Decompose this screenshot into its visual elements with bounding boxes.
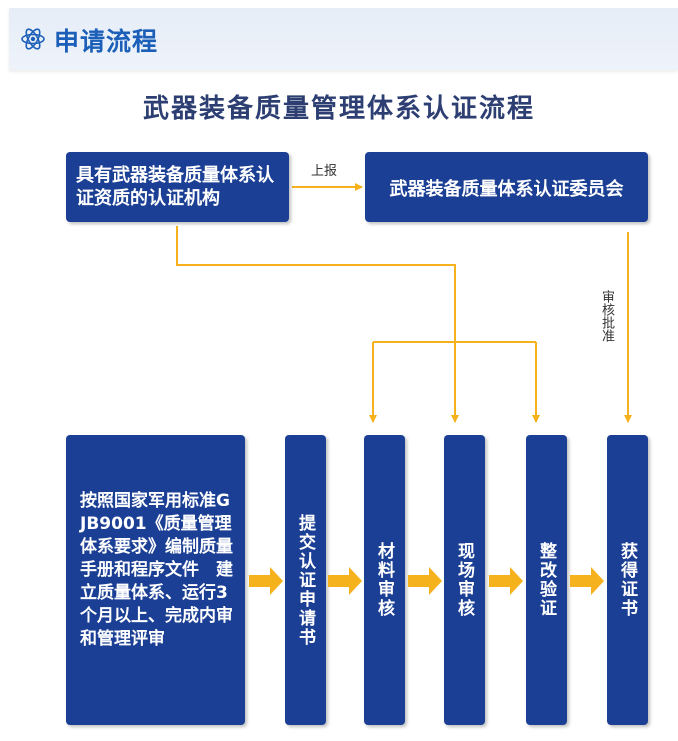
org-to-onsite-line <box>176 226 459 423</box>
section-title: 申请流程 <box>54 27 159 56</box>
arrow-right-icon <box>328 567 362 595</box>
step-label: 提交认证申请书 <box>295 513 315 647</box>
section-header: 申请流程 <box>9 8 678 70</box>
preparation-box: 按照国家军用标准GJB9001《质量管理体系要求》编制质量手册和程序文件 建立质… <box>66 435 245 725</box>
step-material-review: 材料审核 <box>364 435 405 725</box>
step-onsite-audit: 现场审核 <box>444 435 485 725</box>
step-label: 材料审核 <box>374 542 394 618</box>
atom-icon <box>21 28 45 50</box>
step-obtain-certificate: 获得证书 <box>607 435 648 725</box>
step-label: 整改验证 <box>536 542 556 618</box>
diagram-title: 武器装备质量管理体系认证流程 <box>142 94 535 124</box>
report-label: 上报 <box>311 164 338 179</box>
arrow-right-icon <box>570 567 604 595</box>
arrow-right-icon <box>249 567 283 595</box>
step-label: 获得证书 <box>617 542 637 618</box>
arrow-right-icon <box>408 567 442 595</box>
committee-label: 武器装备质量体系认证委员会 <box>389 179 624 200</box>
certification-body-box: 具有武器装备质量体系认证资质的认证机构 <box>66 152 289 222</box>
preparation-label: 按照国家军用标准GJB9001《质量管理体系要求》编制质量手册和程序文件 建立质… <box>80 491 233 649</box>
committee-box: 武器装备质量体系认证委员会 <box>365 152 648 222</box>
step-rectification-verification: 整改验证 <box>526 435 567 725</box>
certification-body-label: 具有武器装备质量体系认证资质的认证机构 <box>76 165 274 209</box>
review-approve-label: 审核批准 <box>599 290 614 342</box>
step-submit-application: 提交认证申请书 <box>285 435 326 725</box>
step-label: 现场审核 <box>454 542 474 618</box>
arrow-right-icon <box>489 567 523 595</box>
